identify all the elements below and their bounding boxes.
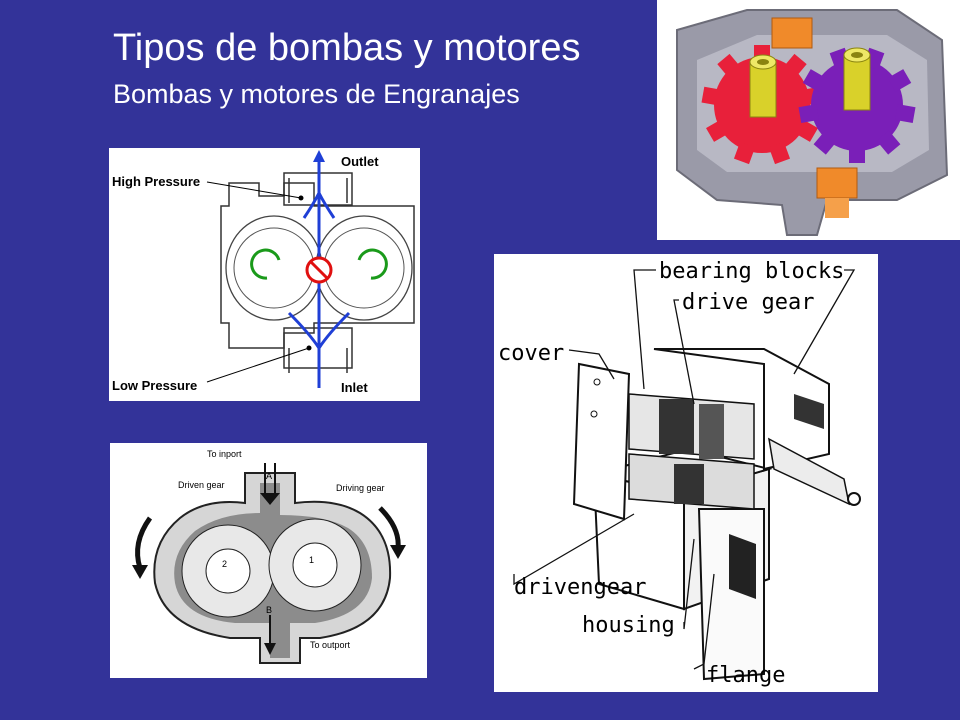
flow-schematic-diagram: High Pressure Low Pressure Outlet Inlet xyxy=(109,148,420,401)
low-pressure-label: Low Pressure xyxy=(112,378,197,393)
port-a-label: A xyxy=(266,471,272,481)
driven-gear-shape xyxy=(181,524,275,618)
right-rotation-arrow xyxy=(378,506,401,549)
top-port xyxy=(771,17,813,49)
to-inport-label: To inport xyxy=(207,449,242,459)
exploded-pump-drawing: bearing blocks drive gear cover drivenge… xyxy=(494,254,878,692)
outlet-label: Outlet xyxy=(341,154,379,169)
rotation-arrows xyxy=(250,248,388,280)
bearing-block-box xyxy=(653,348,830,471)
no-flow-symbol xyxy=(305,256,333,284)
flange-label: flange xyxy=(706,663,785,688)
port-b-label: B xyxy=(266,605,272,615)
bottom-port xyxy=(816,167,858,199)
driving-gear-label: Driving gear xyxy=(336,483,385,493)
driven-gear-label: drivengear xyxy=(514,575,646,600)
right-shaft xyxy=(843,47,871,111)
gear-cross-section-diagram: To inport Driven gear Driving gear A B 2… xyxy=(110,443,427,678)
slide-title: Tipos de bombas y motores xyxy=(113,27,581,69)
to-outport-label: To outport xyxy=(310,640,351,650)
bearing-blocks-label: bearing blocks xyxy=(659,259,844,284)
slide-subtitle: Bombas y motores de Engranajes xyxy=(113,79,520,109)
gear-2-label: 2 xyxy=(222,559,227,569)
left-gear xyxy=(701,45,823,165)
left-shaft xyxy=(749,54,777,118)
drive-shaft xyxy=(768,437,851,506)
high-pressure-label: High Pressure xyxy=(112,174,200,189)
left-rotation-arrow xyxy=(135,516,153,569)
outlet-arrowhead xyxy=(313,150,325,162)
cover-label: cover xyxy=(498,341,564,366)
cover-plate xyxy=(572,362,631,521)
driven-gear-label: Driven gear xyxy=(178,480,225,490)
gear-pump-3d-render xyxy=(657,0,960,240)
housing-label: housing xyxy=(582,613,675,638)
inlet-label: Inlet xyxy=(341,380,368,395)
driving-gear-shape xyxy=(268,518,362,612)
gear-assembly xyxy=(628,393,755,510)
gear-1-label: 1 xyxy=(309,555,314,565)
drive-gear-label: drive gear xyxy=(682,290,814,315)
